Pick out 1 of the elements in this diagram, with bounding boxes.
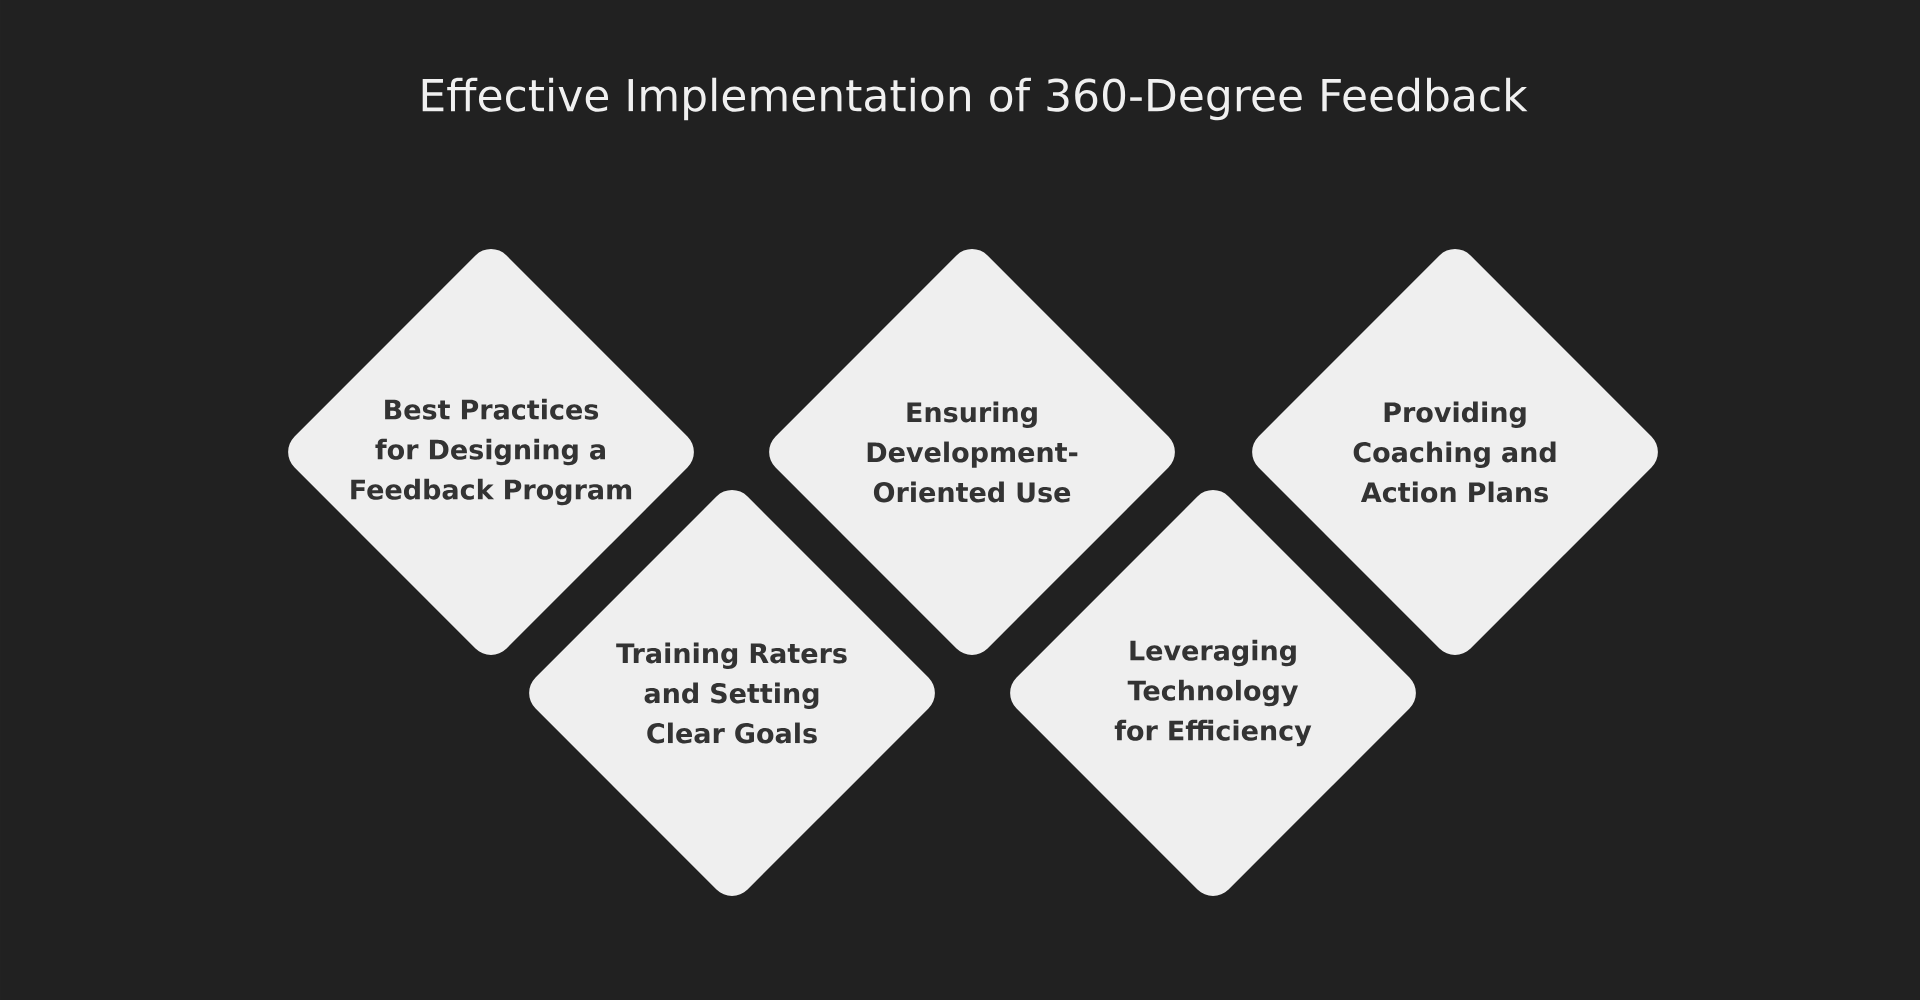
title: Effective Implementation of 360-Degree Feedback (422, 77, 1528, 121)
